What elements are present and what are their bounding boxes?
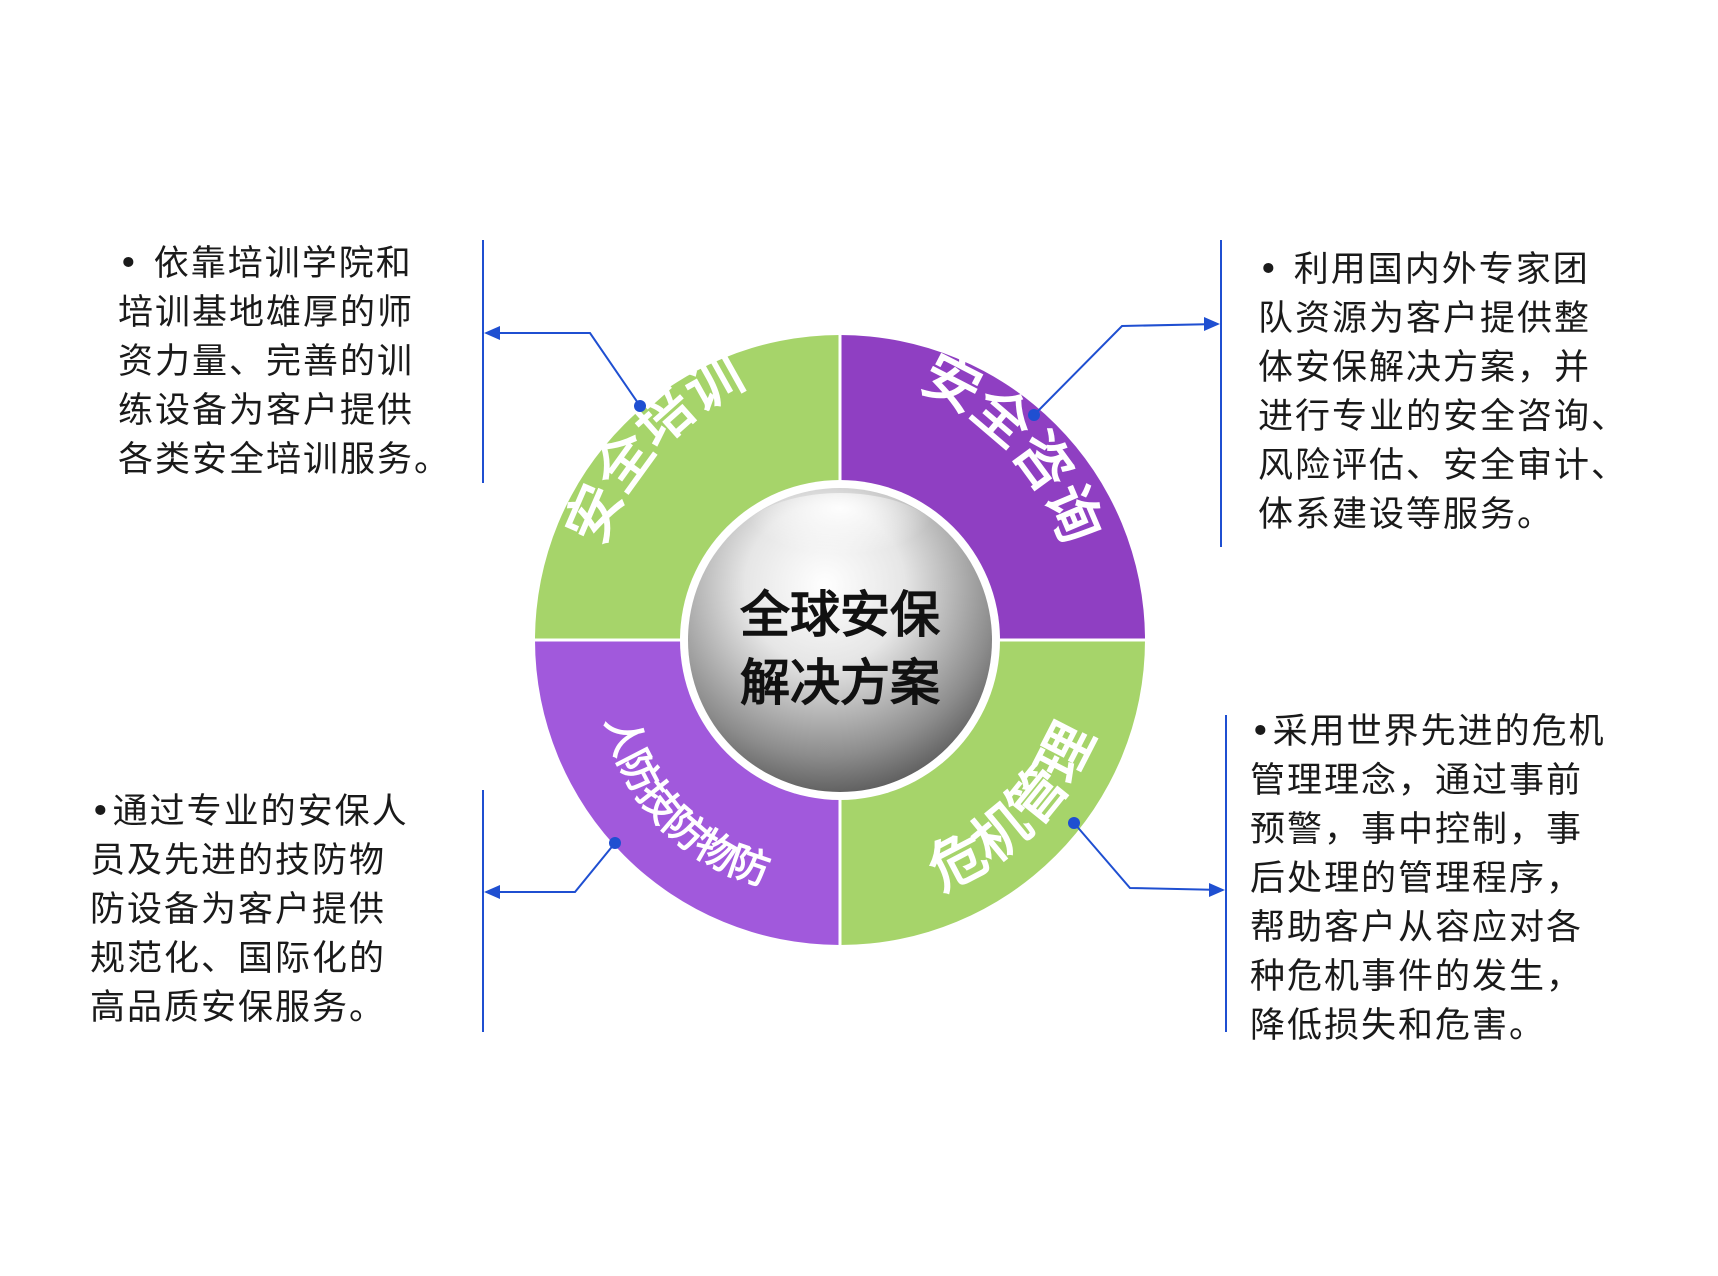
description-line: • 利用国内外专家团 xyxy=(1258,250,1590,290)
connector-bottom-right xyxy=(1068,715,1227,1032)
description-line: 进行专业的安全咨询、 xyxy=(1258,397,1629,437)
description-line: 培训基地雄厚的师 xyxy=(118,293,415,333)
arrow-bottom-right xyxy=(1209,883,1225,897)
description-line: 体安保解决方案，并 xyxy=(1258,348,1592,388)
arrow-top-right xyxy=(1204,317,1220,331)
description-line: 规范化、国际化的 xyxy=(90,939,387,979)
description-consulting: • 利用国内外专家团 队资源为客户提供整 体安保解决方案，并 进行专业的安全咨询… xyxy=(1258,246,1628,540)
arrow-bottom-left xyxy=(484,885,500,899)
description-line: 队资源为客户提供整 xyxy=(1258,299,1592,339)
description-line: 预警，事中控制，事 xyxy=(1250,810,1584,850)
description-training: • 依靠培训学院和 培训基地雄厚的师 资力量、完善的训 练设备为客户提供 各类安… xyxy=(118,240,451,485)
connector-top-right xyxy=(1028,240,1222,547)
description-line: 高品质安保服务。 xyxy=(90,988,387,1028)
connector-bottom-left xyxy=(482,790,621,1032)
description-line: •通过专业的安保人 xyxy=(90,792,409,832)
description-line: 练设备为客户提供 xyxy=(118,391,415,431)
description-line: 帮助客户从容应对各 xyxy=(1250,908,1584,948)
description-line: 各类安全培训服务。 xyxy=(118,440,452,480)
segment-crisis-management xyxy=(840,640,1145,945)
anchor-dot-training xyxy=(634,400,646,412)
description-line: • 依靠培训学院和 xyxy=(118,244,413,284)
description-crisis-management: •采用世界先进的危机 管理理念，通过事前 预警，事中控制，事 后处理的管理程序，… xyxy=(1250,708,1606,1051)
arrow-top-left xyxy=(484,326,500,340)
hub-title-line1: 全球安保 xyxy=(739,585,941,644)
description-line: 种危机事件的发生， xyxy=(1250,957,1584,997)
description-line: 后处理的管理程序， xyxy=(1250,859,1584,899)
anchor-dot-crisis xyxy=(1068,817,1080,829)
description-line: 员及先进的技防物 xyxy=(90,841,387,881)
anchor-dot-physical xyxy=(609,837,621,849)
segment-training xyxy=(535,335,840,640)
description-line: •采用世界先进的危机 xyxy=(1250,712,1606,752)
segment-consulting xyxy=(840,335,1145,640)
segment-physical-protection xyxy=(535,640,840,945)
hub-highlight xyxy=(735,493,945,597)
anchor-dot-consulting xyxy=(1028,409,1040,421)
description-line: 降低损失和危害。 xyxy=(1250,1006,1547,1046)
description-line: 风险评估、安全审计、 xyxy=(1258,446,1629,486)
hub-title-line2: 解决方案 xyxy=(740,653,941,712)
description-line: 防设备为客户提供 xyxy=(90,890,387,930)
description-line: 管理理念，通过事前 xyxy=(1250,761,1584,801)
connector-top-left xyxy=(482,240,646,483)
description-physical-protection: •通过专业的安保人 员及先进的技防物 防设备为客户提供 规范化、国际化的 高品质… xyxy=(90,788,409,1033)
description-line: 资力量、完善的训 xyxy=(118,342,415,382)
description-line: 体系建设等服务。 xyxy=(1258,495,1555,535)
